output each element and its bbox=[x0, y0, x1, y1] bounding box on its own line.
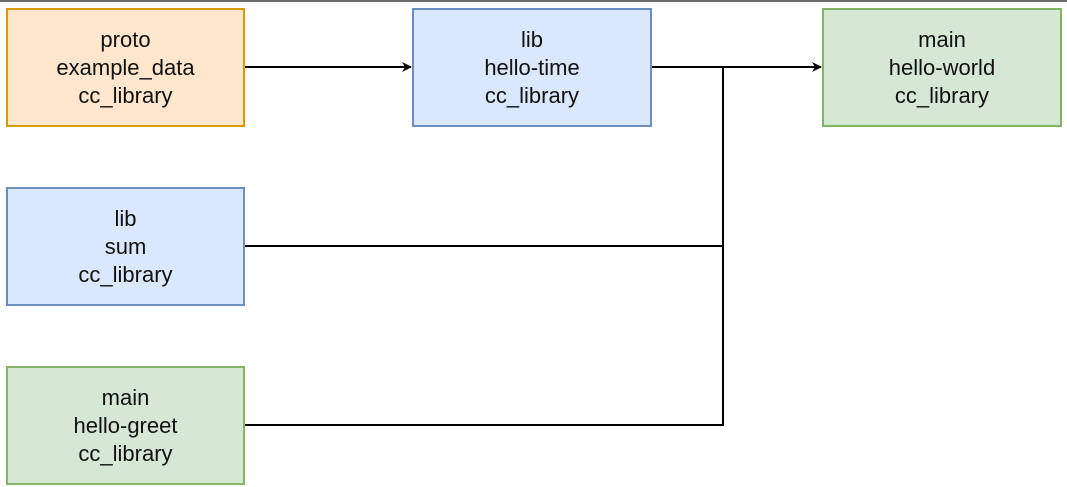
node-rule-label: cc_library bbox=[78, 261, 173, 287]
node-rule-label: cc_library bbox=[484, 82, 580, 108]
node-rule-label: cc_library bbox=[78, 82, 173, 108]
node-package-label: main bbox=[101, 384, 150, 410]
node-package-label: lib bbox=[114, 205, 137, 231]
edge-main-hello-greet-to-main-hello-world bbox=[245, 67, 724, 426]
node-target-label: hello-time bbox=[484, 54, 580, 80]
node-target-label: sum bbox=[104, 233, 147, 259]
node-package-label: lib bbox=[520, 26, 543, 52]
node-lib-hello-time[interactable]: lib hello-time cc_library bbox=[412, 8, 652, 127]
node-main-hello-world[interactable]: main hello-world cc_library bbox=[822, 8, 1062, 127]
node-rule-label: cc_library bbox=[78, 440, 173, 466]
node-target-label: hello-greet bbox=[73, 412, 178, 438]
node-rule-label: cc_library bbox=[894, 82, 990, 108]
node-target-label: example_data bbox=[56, 54, 195, 80]
node-package-label: proto bbox=[100, 26, 151, 52]
node-target-label: hello-world bbox=[888, 54, 996, 80]
window-top-border bbox=[0, 0, 1067, 2]
node-main-hello-greet[interactable]: main hello-greet cc_library bbox=[6, 366, 245, 485]
node-proto-example-data[interactable]: proto example_data cc_library bbox=[6, 8, 245, 127]
node-package-label: main bbox=[918, 26, 966, 52]
node-lib-sum[interactable]: lib sum cc_library bbox=[6, 187, 245, 306]
